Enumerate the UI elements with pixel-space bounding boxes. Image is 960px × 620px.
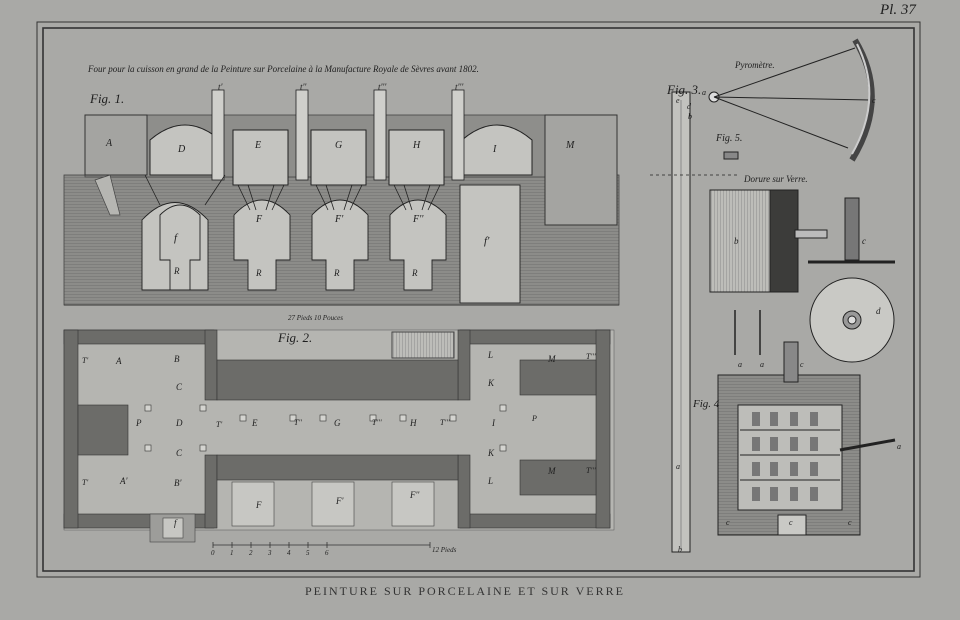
label-E: E <box>252 418 258 428</box>
label-e: e <box>676 96 680 105</box>
label-a: a <box>738 360 742 369</box>
label-t-prime: t' <box>218 82 223 92</box>
label-P: P <box>136 418 142 428</box>
label-A: A <box>116 356 122 366</box>
label-L: L <box>488 476 494 486</box>
scale-tick: 3 <box>268 549 272 557</box>
label-f: f <box>174 232 178 244</box>
plate-frame <box>36 21 921 578</box>
pyrometer-label: Pyromètre. <box>735 60 775 70</box>
label-M: M <box>548 354 556 364</box>
label-M: M <box>566 140 575 151</box>
label-H: H <box>410 418 417 428</box>
label-d: d <box>687 102 691 111</box>
label-D: D <box>178 144 186 155</box>
label-F: F <box>256 214 263 225</box>
label-b: b <box>688 112 692 121</box>
label-t-triple: t''' <box>455 82 464 92</box>
fig3-pyrometer <box>650 38 875 553</box>
label-I: I <box>492 418 495 428</box>
label-c: c <box>848 518 852 527</box>
label-c: c <box>862 236 866 246</box>
label-T-prime: T' <box>82 356 89 365</box>
label-b: b <box>734 236 739 246</box>
fig2-label: Fig. 2. <box>278 330 313 345</box>
label-a: a <box>676 462 680 471</box>
label-f: f <box>174 518 177 528</box>
scale-tick: 6 <box>325 549 329 557</box>
scale-bar <box>212 542 431 548</box>
label-b: b <box>678 545 682 554</box>
plate-subtitle: Four pour la cuisson en grand de la Pein… <box>88 64 479 74</box>
label-R: R <box>412 268 418 278</box>
label-A-prime: A' <box>120 476 128 486</box>
label-E: E <box>255 140 262 151</box>
label-c: c <box>789 518 793 527</box>
label-a: a <box>702 88 706 97</box>
label-c: c <box>726 518 730 527</box>
fig5-label: Fig. 5. <box>716 133 743 144</box>
label-T-prime: T' <box>216 420 223 429</box>
fig1-label: Fig. 1. <box>90 91 125 106</box>
label-F-double: F'' <box>413 214 424 225</box>
label-d: d <box>876 306 881 316</box>
label-T-prime: T' <box>82 478 89 487</box>
label-A: A <box>106 138 113 149</box>
label-F-prime: F' <box>335 214 344 225</box>
label-t-double: t'' <box>300 82 307 92</box>
fig1-section-elevation <box>63 89 620 306</box>
label-M: M <box>548 466 556 476</box>
gilding-label: Dorure sur Verre. <box>744 174 808 184</box>
label-a: a <box>760 360 764 369</box>
label-c: c <box>800 360 804 369</box>
label-G: G <box>334 418 341 428</box>
label-D: D <box>176 418 183 428</box>
label-T-triple: T''' <box>586 352 596 361</box>
label-f-prime: f' <box>484 235 490 247</box>
label-G: G <box>335 140 343 151</box>
fig2-plan <box>63 329 615 543</box>
scale-tick: 4 <box>287 549 291 557</box>
label-K: K <box>488 448 495 458</box>
label-L: L <box>488 350 494 360</box>
label-P: P <box>532 414 537 423</box>
fig4-muffle-kiln <box>717 310 896 536</box>
label-T-double: T'' <box>294 418 302 427</box>
scale-tick: 1 <box>230 549 234 557</box>
label-R: R <box>334 268 340 278</box>
label-B: B <box>174 354 180 364</box>
scale-tick: 0 <box>211 549 215 557</box>
label-T-triple: T''' <box>586 466 596 475</box>
fig3-label: Fig. 3. <box>667 82 702 97</box>
gilding-on-glass <box>709 189 895 363</box>
label-R: R <box>174 266 180 276</box>
plate-caption: PEINTURE SUR PORCELAINE ET SUR VERRE <box>305 584 625 598</box>
fig4-label: Fig. 4 <box>693 398 720 410</box>
label-C: C <box>176 382 183 392</box>
scale-tick: 5 <box>306 549 310 557</box>
label-F: F <box>256 500 262 510</box>
label-H: H <box>413 140 421 151</box>
scale-label-bottom: 12 Pieds <box>432 546 457 554</box>
label-R: R <box>256 268 262 278</box>
plate-number: Pl. 37 <box>880 2 916 18</box>
label-I: I <box>493 144 497 155</box>
label-c: c <box>872 96 876 105</box>
label-T-triple: T''' <box>440 418 450 427</box>
label-F-prime: F' <box>336 496 344 506</box>
label-C: C <box>176 448 183 458</box>
scale-label-top: 27 Pieds 10 Pouces <box>288 314 344 322</box>
label-T-triple: T''' <box>372 418 382 427</box>
label-B-prime: B' <box>174 478 182 488</box>
label-t-triple: t''' <box>378 82 387 92</box>
label-F-double: F'' <box>410 490 420 500</box>
scale-tick: 2 <box>249 549 253 557</box>
label-a: a <box>897 442 901 451</box>
label-K: K <box>488 378 495 388</box>
